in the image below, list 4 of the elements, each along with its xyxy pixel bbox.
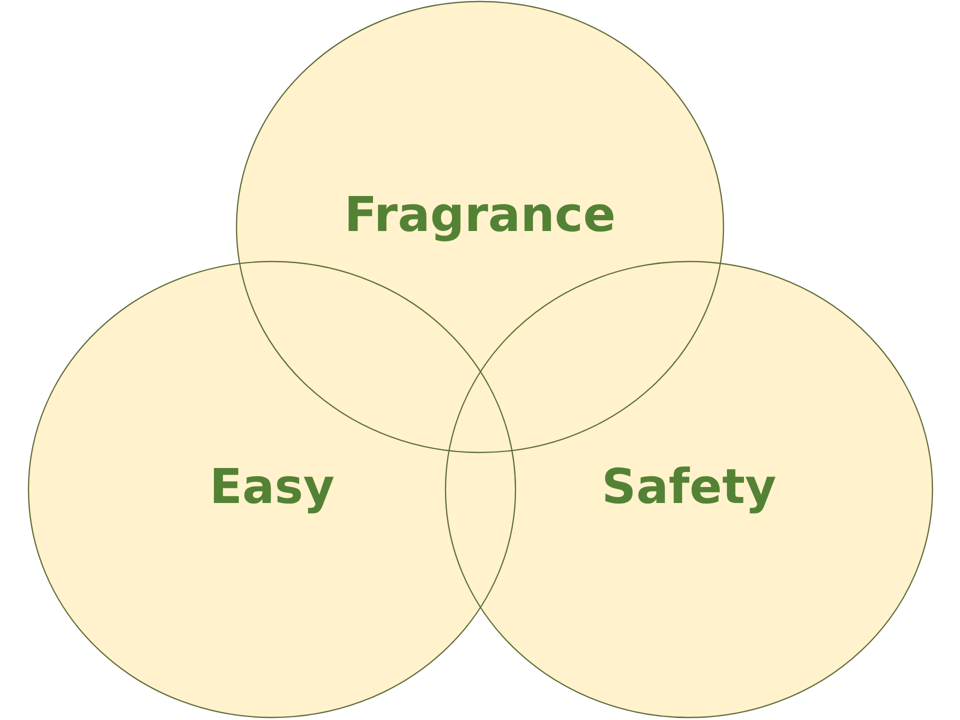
circle-label: Easy: [209, 463, 335, 511]
venn-circle: [445, 261, 933, 718]
circle-label: Safety: [602, 463, 776, 511]
circle-label: Fragrance: [344, 191, 616, 239]
